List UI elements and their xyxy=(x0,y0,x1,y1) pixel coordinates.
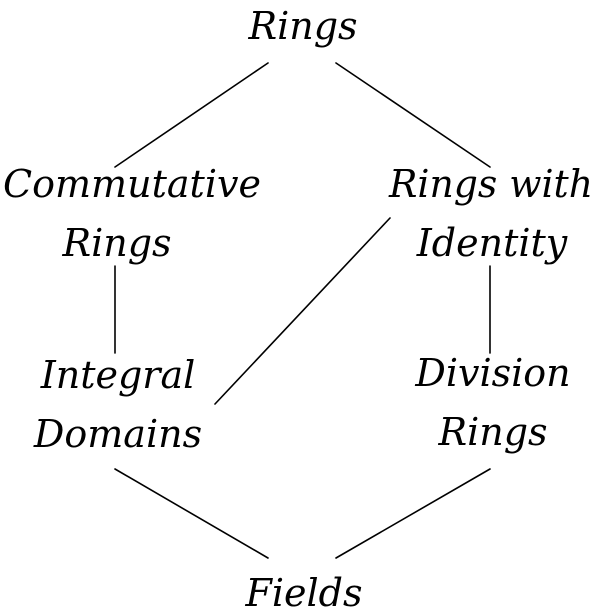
node-fields: Fields xyxy=(245,571,363,609)
node-rings-with-identity: Rings with Identity xyxy=(388,162,593,265)
edges xyxy=(114,62,491,559)
node-division-rings: Division Rings xyxy=(414,351,570,454)
edge-rings-to-commutative-rings xyxy=(114,62,269,168)
node-commutative-rings-line-2: Rings xyxy=(61,221,171,265)
node-rings-with-identity-line-1: Rings with xyxy=(388,162,593,206)
node-commutative-rings-line-1: Commutative xyxy=(3,162,261,206)
node-division-rings-line-2: Rings xyxy=(437,410,547,454)
node-integral-domains-line-2: Domains xyxy=(33,412,202,456)
node-commutative-rings: Commutative Rings xyxy=(3,162,261,265)
node-integral-domains: Integral Domains xyxy=(33,353,202,456)
edge-division-rings-to-fields xyxy=(335,468,491,559)
node-integral-domains-line-1: Integral xyxy=(40,353,196,397)
node-rings: Rings xyxy=(247,4,357,48)
node-fields-label: Fields xyxy=(245,571,363,609)
node-rings-label: Rings xyxy=(247,4,357,48)
edge-rings-to-rings-with-identity xyxy=(335,62,491,168)
edge-integral-domains-to-fields xyxy=(114,468,269,559)
node-division-rings-line-1: Division xyxy=(414,351,570,395)
node-rings-with-identity-line-2: Identity xyxy=(416,221,568,265)
edge-rings-with-identity-to-integral-domains xyxy=(214,217,391,405)
